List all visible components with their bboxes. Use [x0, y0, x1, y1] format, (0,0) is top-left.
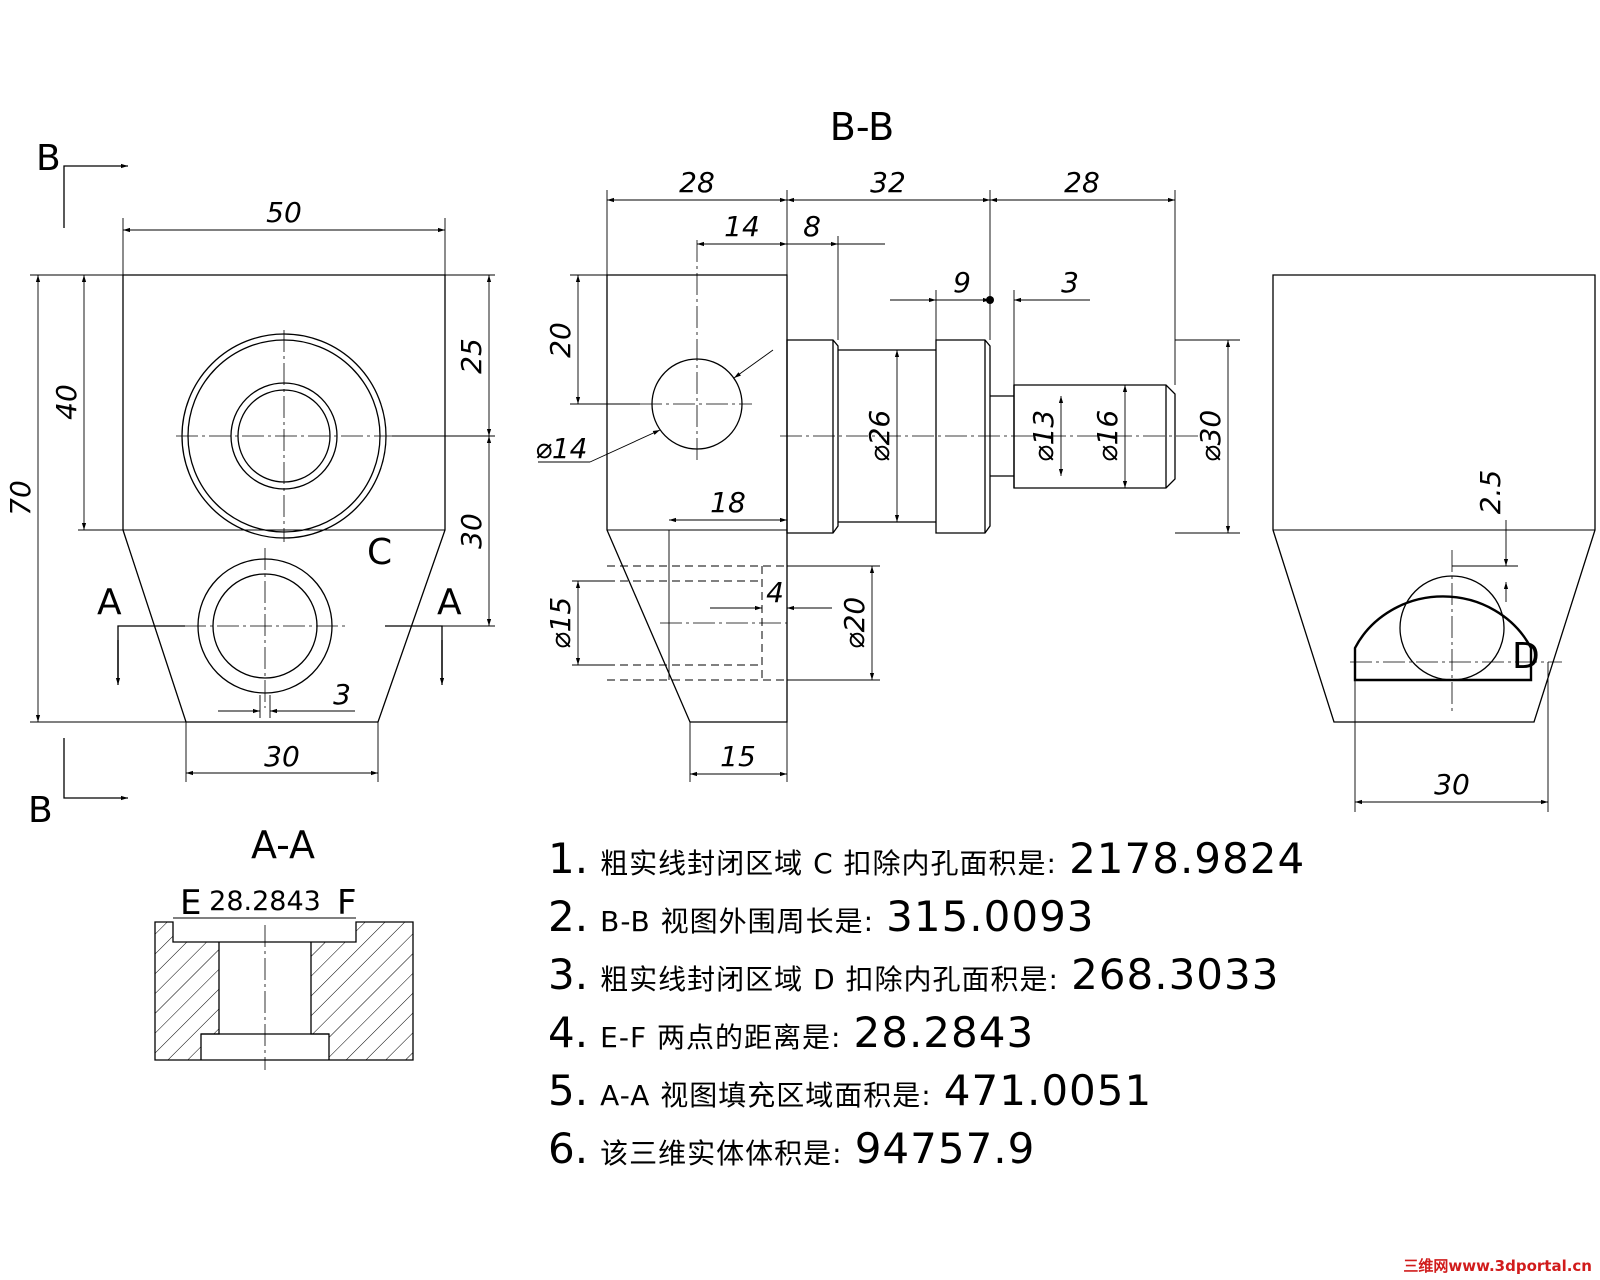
note-text: 该三维实体体积是: [600, 1137, 843, 1170]
note-value: 268.3033 [1071, 950, 1280, 999]
dim-front-bottom-30: 30 [264, 740, 300, 773]
note-6: 6. 该三维实体体积是: 94757.9 [548, 1120, 1508, 1178]
point-f-label: F [337, 883, 357, 923]
note-1: 1. 粗实线封闭区域 C 扣除内孔面积是: 2178.9824 [548, 830, 1508, 888]
side-view: 2.5 30 D [1272, 274, 1596, 812]
dim-front-30-vertical: 30 [455, 513, 488, 549]
note-number: 3. [548, 950, 589, 999]
dim-bb-28-right: 28 [1064, 166, 1100, 199]
dim-bb-dia-20: ⌀20 [838, 597, 871, 650]
dim-front-height-70: 70 [4, 480, 37, 516]
note-text: 粗实线封闭区域 C 扣除内孔面积是: [600, 847, 1057, 880]
dim-bb-9: 9 [953, 266, 971, 299]
note-5: 5. A-A 视图填充区域面积是: 471.0051 [548, 1062, 1508, 1120]
dim-aa-28-2843: 28.2843 [209, 886, 321, 917]
cut-label-a-left: A [97, 582, 122, 623]
dim-bb-15: 15 [720, 740, 756, 773]
note-number: 1. [548, 834, 589, 883]
dim-bb-32: 32 [870, 166, 906, 199]
dim-bb-18: 18 [710, 486, 746, 519]
dim-bb-20: 20 [544, 322, 577, 358]
watermark: 三维网www.3dportal.cn [1403, 1257, 1592, 1275]
note-text: 粗实线封闭区域 D 扣除内孔面积是: [600, 963, 1059, 996]
front-view: 50 40 70 25 30 30 3 B B A A C [4, 138, 495, 831]
note-value: 28.2843 [853, 1008, 1035, 1057]
note-value: 94757.9 [854, 1124, 1036, 1173]
dim-bb-28-left: 28 [679, 166, 715, 199]
dim-side-30: 30 [1434, 768, 1470, 801]
note-value: 471.0051 [943, 1066, 1153, 1115]
note-2: 2. B-B 视图外围周长是: 315.0093 [548, 888, 1508, 946]
cut-label-b-top: B [36, 138, 61, 179]
note-text: A-A 视图填充区域面积是: [600, 1079, 932, 1112]
note-value: 315.0093 [886, 892, 1095, 941]
dim-front-height-40: 40 [50, 384, 83, 420]
note-3: 3. 粗实线封闭区域 D 扣除内孔面积是: 268.3033 [548, 946, 1508, 1004]
note-number: 5. [548, 1066, 589, 1115]
dim-bb-14: 14 [724, 210, 760, 243]
dim-bb-dia-13: ⌀13 [1027, 410, 1060, 463]
dim-bb-dia-14: ⌀14 [535, 432, 588, 465]
dim-bb-dia-26: ⌀26 [863, 410, 896, 463]
dim-bb-8: 8 [803, 210, 821, 243]
note-text: B-B 视图外围周长是: [600, 905, 875, 938]
dim-front-3: 3 [333, 678, 351, 711]
note-number: 6. [548, 1124, 589, 1173]
dim-bb-dia-30: ⌀30 [1194, 410, 1227, 463]
cut-label-a-right: A [437, 582, 462, 623]
cut-label-b-bottom: B [28, 790, 53, 831]
dim-front-width-50: 50 [266, 196, 302, 229]
dim-bb-dia-15: ⌀15 [544, 597, 577, 650]
region-d-label: D [1512, 636, 1540, 677]
dim-bb-4: 4 [766, 576, 784, 609]
section-bb-title: B-B [830, 105, 895, 149]
point-e-label: E [180, 883, 201, 923]
dim-side-2-5: 2.5 [1474, 470, 1507, 515]
region-c-label: C [367, 532, 392, 573]
dim-bb-3: 3 [1061, 266, 1079, 299]
dim-front-25: 25 [455, 338, 488, 374]
dim-bb-dia-16: ⌀16 [1091, 410, 1124, 463]
section-aa-title: A-A [251, 823, 315, 867]
note-text: E-F 两点的距离是: [600, 1021, 842, 1054]
note-4: 4. E-F 两点的距离是: 28.2843 [548, 1004, 1508, 1062]
section-bb-view: B-B [535, 105, 1240, 782]
note-number: 4. [548, 1008, 589, 1057]
section-aa-view: A-A 28.2843 E F [154, 823, 414, 1070]
notes-list: 1. 粗实线封闭区域 C 扣除内孔面积是: 2178.9824 2. B-B 视… [548, 830, 1508, 1178]
note-value: 2178.9824 [1069, 834, 1306, 883]
note-number: 2. [548, 892, 589, 941]
